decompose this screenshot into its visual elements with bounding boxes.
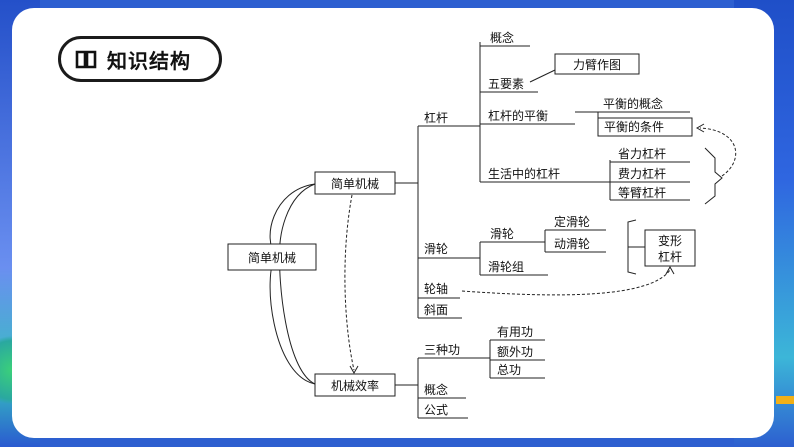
svg-text:公式: 公式	[424, 403, 448, 417]
useful-work: 有用功	[490, 325, 545, 341]
lever-in-life: 生活中的杠杆	[480, 166, 592, 183]
equal-arm-lever: 等臂杠杆	[610, 185, 690, 201]
svg-text:定滑轮: 定滑轮	[554, 214, 590, 229]
lever-concept: 概念	[480, 30, 530, 47]
pulley-node: 滑轮	[418, 242, 480, 259]
svg-text:平衡的概念: 平衡的概念	[603, 96, 663, 111]
svg-text:生活中的杠杆: 生活中的杠杆	[488, 166, 560, 181]
svg-text:额外功: 额外功	[497, 345, 533, 359]
section-title-pill: 知识结构	[58, 36, 222, 82]
simple-machines-node: 简单机械	[314, 171, 396, 195]
balance-concept: 平衡的概念	[598, 96, 690, 113]
lever-five-elements: 五要素	[480, 77, 538, 93]
svg-text:变形: 变形	[658, 233, 682, 248]
root-node: 简单机械	[227, 243, 317, 271]
svg-text:轮轴: 轮轴	[424, 281, 448, 296]
svg-text:滑轮: 滑轮	[424, 242, 448, 256]
svg-text:简单机械: 简单机械	[331, 176, 379, 191]
content-card: 知识结构 简单机械 简单机械 机械效率 杠杆	[12, 8, 774, 438]
svg-text:斜面: 斜面	[424, 303, 448, 317]
svg-text:动滑轮: 动滑轮	[554, 237, 590, 251]
brace-to-condition-arrow	[699, 127, 737, 177]
simple-to-efficiency-arrow	[344, 194, 355, 371]
effort-saving-lever: 省力杠杆	[610, 146, 690, 163]
book-open-icon	[75, 50, 97, 69]
svg-text:平衡的条件: 平衡的条件	[604, 119, 664, 134]
page-title: 知识结构	[107, 48, 191, 73]
lever-balance: 杠杆的平衡	[480, 108, 575, 125]
svg-text:力臂作图: 力臂作图	[573, 58, 621, 72]
svg-text:三种功: 三种功	[424, 343, 460, 357]
lever-types-brace	[704, 147, 723, 205]
svg-text:等臂杠杆: 等臂杠杆	[618, 185, 666, 200]
svg-text:总功: 总功	[497, 363, 521, 377]
efficiency-concept: 概念	[418, 382, 466, 399]
balance-condition: 平衡的条件	[597, 117, 693, 137]
svg-text:省力杠杆: 省力杠杆	[618, 146, 666, 161]
incline-node: 斜面	[418, 303, 462, 319]
svg-text:滑轮: 滑轮	[490, 227, 514, 241]
svg-text:五要素: 五要素	[488, 77, 524, 91]
svg-text:滑轮组: 滑轮组	[488, 260, 524, 274]
wheel-axle-node: 轮轴	[418, 281, 460, 299]
movable-pulley: 动滑轮	[545, 237, 606, 253]
svg-text:杠杆的平衡: 杠杆的平衡	[488, 108, 548, 123]
total-work: 总功	[490, 363, 545, 379]
svg-text:机械效率: 机械效率	[331, 378, 379, 393]
knowledge-structure-diagram: 简单机械 简单机械 机械效率 杠杆 概念 五	[227, 30, 737, 419]
effort-costing-lever: 费力杠杆	[610, 166, 690, 183]
arm-diagram-node: 力臂作图	[554, 53, 640, 75]
svg-text:有用功: 有用功	[497, 325, 533, 339]
wheel-axle-to-variant-arrow	[461, 269, 671, 296]
accent-bar	[776, 396, 794, 404]
efficiency-formula: 公式	[418, 403, 468, 419]
root-brace	[269, 183, 316, 385]
efficiency-node: 机械效率	[314, 373, 396, 397]
svg-text:杠杆: 杠杆	[424, 110, 448, 125]
svg-text:简单机械: 简单机械	[248, 250, 296, 265]
three-works-node: 三种功	[418, 343, 490, 359]
fixed-pulley: 定滑轮	[545, 214, 606, 231]
svg-text:费力杠杆: 费力杠杆	[618, 166, 666, 181]
svg-text:杠杆: 杠杆	[658, 249, 682, 264]
pulley-sub: 滑轮	[480, 227, 545, 243]
extra-work: 额外功	[490, 345, 545, 361]
pulley-block: 滑轮组	[480, 260, 548, 276]
lever-node: 杠杆	[418, 110, 480, 127]
svg-text:概念: 概念	[424, 382, 448, 397]
svg-text:概念: 概念	[490, 30, 514, 45]
variant-lever-node: 变形 杠杆	[644, 229, 696, 267]
